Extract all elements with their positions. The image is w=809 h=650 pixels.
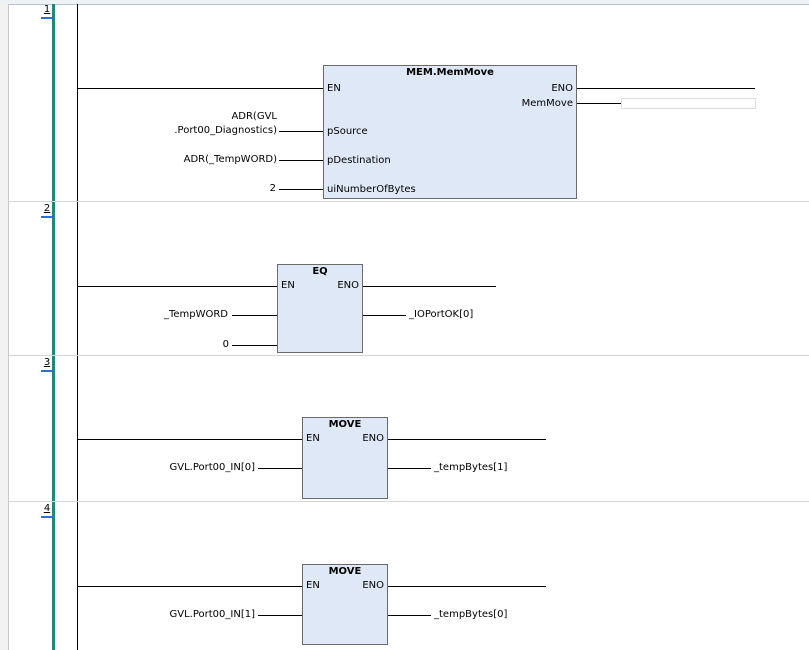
input-wire xyxy=(258,468,302,469)
rung-separator xyxy=(9,201,809,202)
pin-pdestination: pDestination xyxy=(327,155,391,166)
pin-uinumberofbytes: uiNumberOfBytes xyxy=(327,184,416,195)
input-pdestination[interactable]: ADR(_TempWORD) xyxy=(183,154,277,165)
input-1[interactable]: GVL.Port00_IN[1] xyxy=(169,609,255,620)
block-title: MOVE xyxy=(328,566,362,577)
block-title: EQ xyxy=(312,266,328,277)
input-1[interactable]: GVL.Port00_IN[0] xyxy=(169,462,255,473)
move-block[interactable]: MOVE EN ENO xyxy=(302,417,388,499)
memmove-output-field[interactable] xyxy=(621,98,756,109)
en-wire xyxy=(78,586,302,587)
input-psource-line1[interactable]: ADR(GVL xyxy=(231,111,277,122)
input-wire xyxy=(232,345,277,346)
input-uinumberofbytes[interactable]: 2 xyxy=(269,183,276,194)
block-title: MEM.MemMove xyxy=(406,67,494,78)
output-variable[interactable]: _IOPortOK[0] xyxy=(409,309,474,320)
input-psource-line2[interactable]: .Port00_Diagnostics) xyxy=(174,125,277,136)
pin-eno: ENO xyxy=(362,580,384,591)
en-wire xyxy=(78,286,277,287)
input-2[interactable]: 0 xyxy=(222,339,229,350)
pin-eno: ENO xyxy=(337,280,359,291)
block-title: MOVE xyxy=(328,419,362,430)
rung-number-3[interactable]: 3 xyxy=(43,357,51,368)
eno-wire xyxy=(363,286,496,287)
rung-marker xyxy=(41,17,53,19)
en-wire xyxy=(78,88,323,89)
rung-marker xyxy=(41,370,53,372)
eno-wire xyxy=(577,88,755,89)
output-wire xyxy=(363,315,406,316)
rung-separator xyxy=(9,355,809,356)
output-wire xyxy=(388,468,431,469)
pin-psource: pSource xyxy=(327,126,368,137)
rung-marker xyxy=(41,516,53,518)
memmove-block[interactable]: MEM.MemMove EN pSource pDestination uiNu… xyxy=(323,65,577,199)
editor-gutter xyxy=(0,4,9,650)
input-wire xyxy=(279,131,323,132)
rung-separator xyxy=(9,501,809,502)
input-wire xyxy=(232,315,277,316)
pin-eno: ENO xyxy=(362,433,384,444)
input-wire xyxy=(279,160,323,161)
pin-en: EN xyxy=(327,83,341,94)
move-block[interactable]: MOVE EN ENO xyxy=(302,564,388,645)
left-power-rail xyxy=(52,4,55,650)
output-wire xyxy=(577,103,621,104)
rung-number-2[interactable]: 2 xyxy=(43,203,51,214)
eno-wire xyxy=(388,439,546,440)
input-wire xyxy=(279,189,323,190)
editor-top-strip xyxy=(0,0,809,5)
output-wire xyxy=(388,615,431,616)
eno-wire xyxy=(388,586,546,587)
en-wire xyxy=(78,439,302,440)
output-variable[interactable]: _tempBytes[0] xyxy=(434,609,508,620)
input-1[interactable]: _TempWORD xyxy=(163,309,228,320)
output-variable[interactable]: _tempBytes[1] xyxy=(434,462,508,473)
pin-en: EN xyxy=(306,433,320,444)
pin-memmove: MemMove xyxy=(521,98,573,109)
pin-en: EN xyxy=(281,280,295,291)
input-wire xyxy=(258,615,302,616)
rung-number-4[interactable]: 4 xyxy=(43,503,51,514)
pin-en: EN xyxy=(306,580,320,591)
ladder-rail-line xyxy=(77,4,78,650)
rung-number-1[interactable]: 1 xyxy=(43,4,51,15)
rung-marker xyxy=(41,216,53,218)
pin-eno: ENO xyxy=(551,83,573,94)
eq-block[interactable]: EQ EN ENO xyxy=(277,264,363,353)
